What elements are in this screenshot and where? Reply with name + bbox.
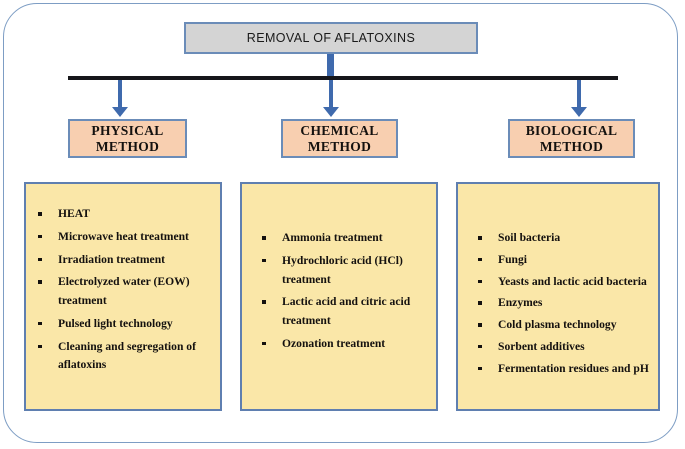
square-bullet-icon [38,344,42,349]
square-bullet-icon [262,341,266,346]
list-item-label: HEAT [58,207,90,220]
arrow-down-chemical [323,80,339,118]
root-connector-stem [327,54,334,79]
list-item-label: Pulsed light technology [58,316,173,330]
list-item: Soil bacteria [476,229,652,248]
list-item: Ozonation treatment [260,335,430,354]
arrow-down-physical [112,80,128,118]
arrow-down-biological [571,80,587,118]
method-header-line1: PHYSICAL [91,123,164,139]
square-bullet-icon [262,258,266,263]
method-header-line2: METHOD [539,138,604,154]
arrow-shaft [118,80,122,108]
square-bullet-icon [38,212,42,216]
method-header-line2: METHOD [95,138,160,154]
list-item-label: Enzymes [498,296,543,310]
list-item: Fermentation residues and pH [476,360,652,379]
list-item-label: Irradiation treatment [58,252,166,266]
list-item-label: Soil bacteria [498,231,561,244]
method-header-biological: BIOLOGICAL METHOD [508,119,635,158]
arrow-head [323,107,339,117]
list-item: Electrolyzed water (EOW) treatment [36,273,214,311]
square-bullet-icon [38,257,42,262]
square-bullet-icon [262,300,266,304]
list-item: Hydrochloric acid (HCl) treatment [260,252,430,290]
arrow-shaft [577,80,581,108]
arrow-shaft [329,80,333,108]
square-bullet-icon [478,366,482,371]
method-header-chemical: CHEMICAL METHOD [281,119,398,158]
square-bullet-icon [38,321,42,326]
list-item-label: Cold plasma technology [498,318,617,332]
list-item-label: Yeasts and lactic acid bacteria [498,274,647,288]
list-item: Lactic acid and citric acid treatment [260,293,430,331]
square-bullet-icon [478,236,482,240]
method-header-line1: CHEMICAL [300,123,379,139]
list-item-label: Electrolyzed water (EOW) treatment [58,275,190,308]
arrow-head [112,107,128,117]
list-item: Cleaning and segregation of aflatoxins [36,338,214,376]
list-item: Fungi [476,251,652,270]
list-item: Enzymes [476,294,652,313]
list-item-label: Ammonia treatment [282,231,383,244]
list-item: Microwave heat treatment [36,228,214,247]
list-item: Sorbent additives [476,338,652,357]
page-title: REMOVAL OF AFLATOXINS [246,31,416,45]
square-bullet-icon [478,344,482,349]
arrow-head [571,107,587,117]
square-bullet-icon [262,236,266,240]
list-item-label: Sorbent additives [498,339,585,353]
list-item-label: Cleaning and segregation of aflatoxins [58,339,196,372]
list-item-label: Fungi [498,252,527,266]
method-header-line2: METHOD [307,138,372,154]
list-item-label: Ozonation treatment [282,336,386,350]
method-header-physical: PHYSICAL METHOD [68,119,187,158]
list-item: Irradiation treatment [36,251,214,270]
list-item-label: Fermentation residues and pH [498,361,649,375]
square-bullet-icon [478,279,482,284]
list-item: Cold plasma technology [476,316,652,335]
diagram-title-box: REMOVAL OF AFLATOXINS [184,22,478,54]
square-bullet-icon [478,257,482,262]
list-item: HEAT [36,205,214,224]
horizontal-distribution-bar [68,76,618,80]
list-item: Yeasts and lactic acid bacteria [476,273,652,292]
list-item: Ammonia treatment [260,229,430,248]
list-item-label: Lactic acid and citric acid treatment [282,295,411,328]
square-bullet-icon [478,301,482,305]
list-item: Pulsed light technology [36,315,214,334]
method-header-line1: BIOLOGICAL [525,123,618,139]
square-bullet-icon [478,323,482,327]
list-item-label: Hydrochloric acid (HCl) treatment [282,253,403,286]
list-item-label: Microwave heat treatment [58,229,189,243]
square-bullet-icon [38,280,42,284]
square-bullet-icon [38,234,42,239]
